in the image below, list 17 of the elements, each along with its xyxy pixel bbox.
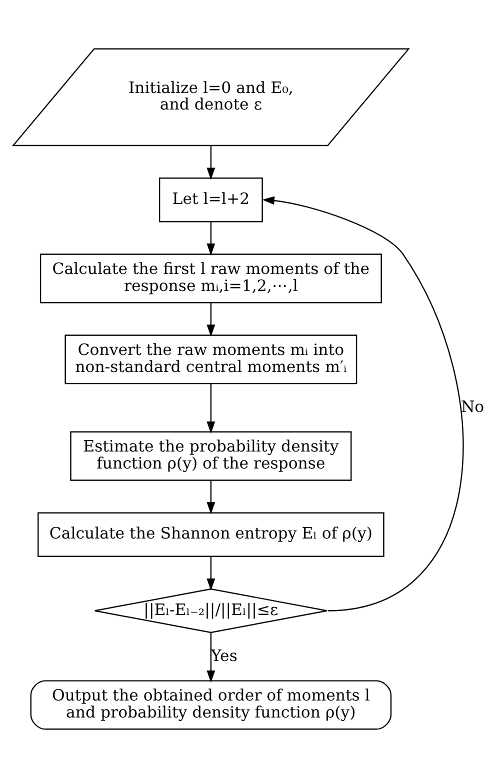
node-box: Convert the raw moments mᵢ into non-standard central moments m′ᵢ — [64, 334, 358, 384]
arrow — [206, 302, 216, 336]
node-box: Output the obtained order of moments l and probability density function ρ(y) — [30, 680, 392, 730]
node-box: Estimate the probability density function ρ(y) of the response — [70, 430, 352, 480]
arrow — [206, 480, 216, 514]
arrow — [206, 221, 216, 256]
node-box: Calculate the first l raw moments of the response mᵢ,i=1,2,⋯,l — [40, 253, 382, 303]
edge-label: No — [460, 396, 484, 416]
arrow — [206, 556, 216, 590]
edge-label: Yes — [211, 645, 238, 664]
node-box: Let l=l+2 — [158, 177, 263, 222]
arrow — [262, 196, 464, 611]
arrow — [206, 145, 216, 180]
arrow — [206, 383, 216, 434]
node-box: Calculate the Shannon entropy Eₗ of ρ(y) — [38, 512, 384, 556]
arrow — [206, 632, 216, 682]
node-diamond: ||Eₗ-Eₗ₋₂||/||Eₗ||≤ε — [94, 588, 328, 633]
